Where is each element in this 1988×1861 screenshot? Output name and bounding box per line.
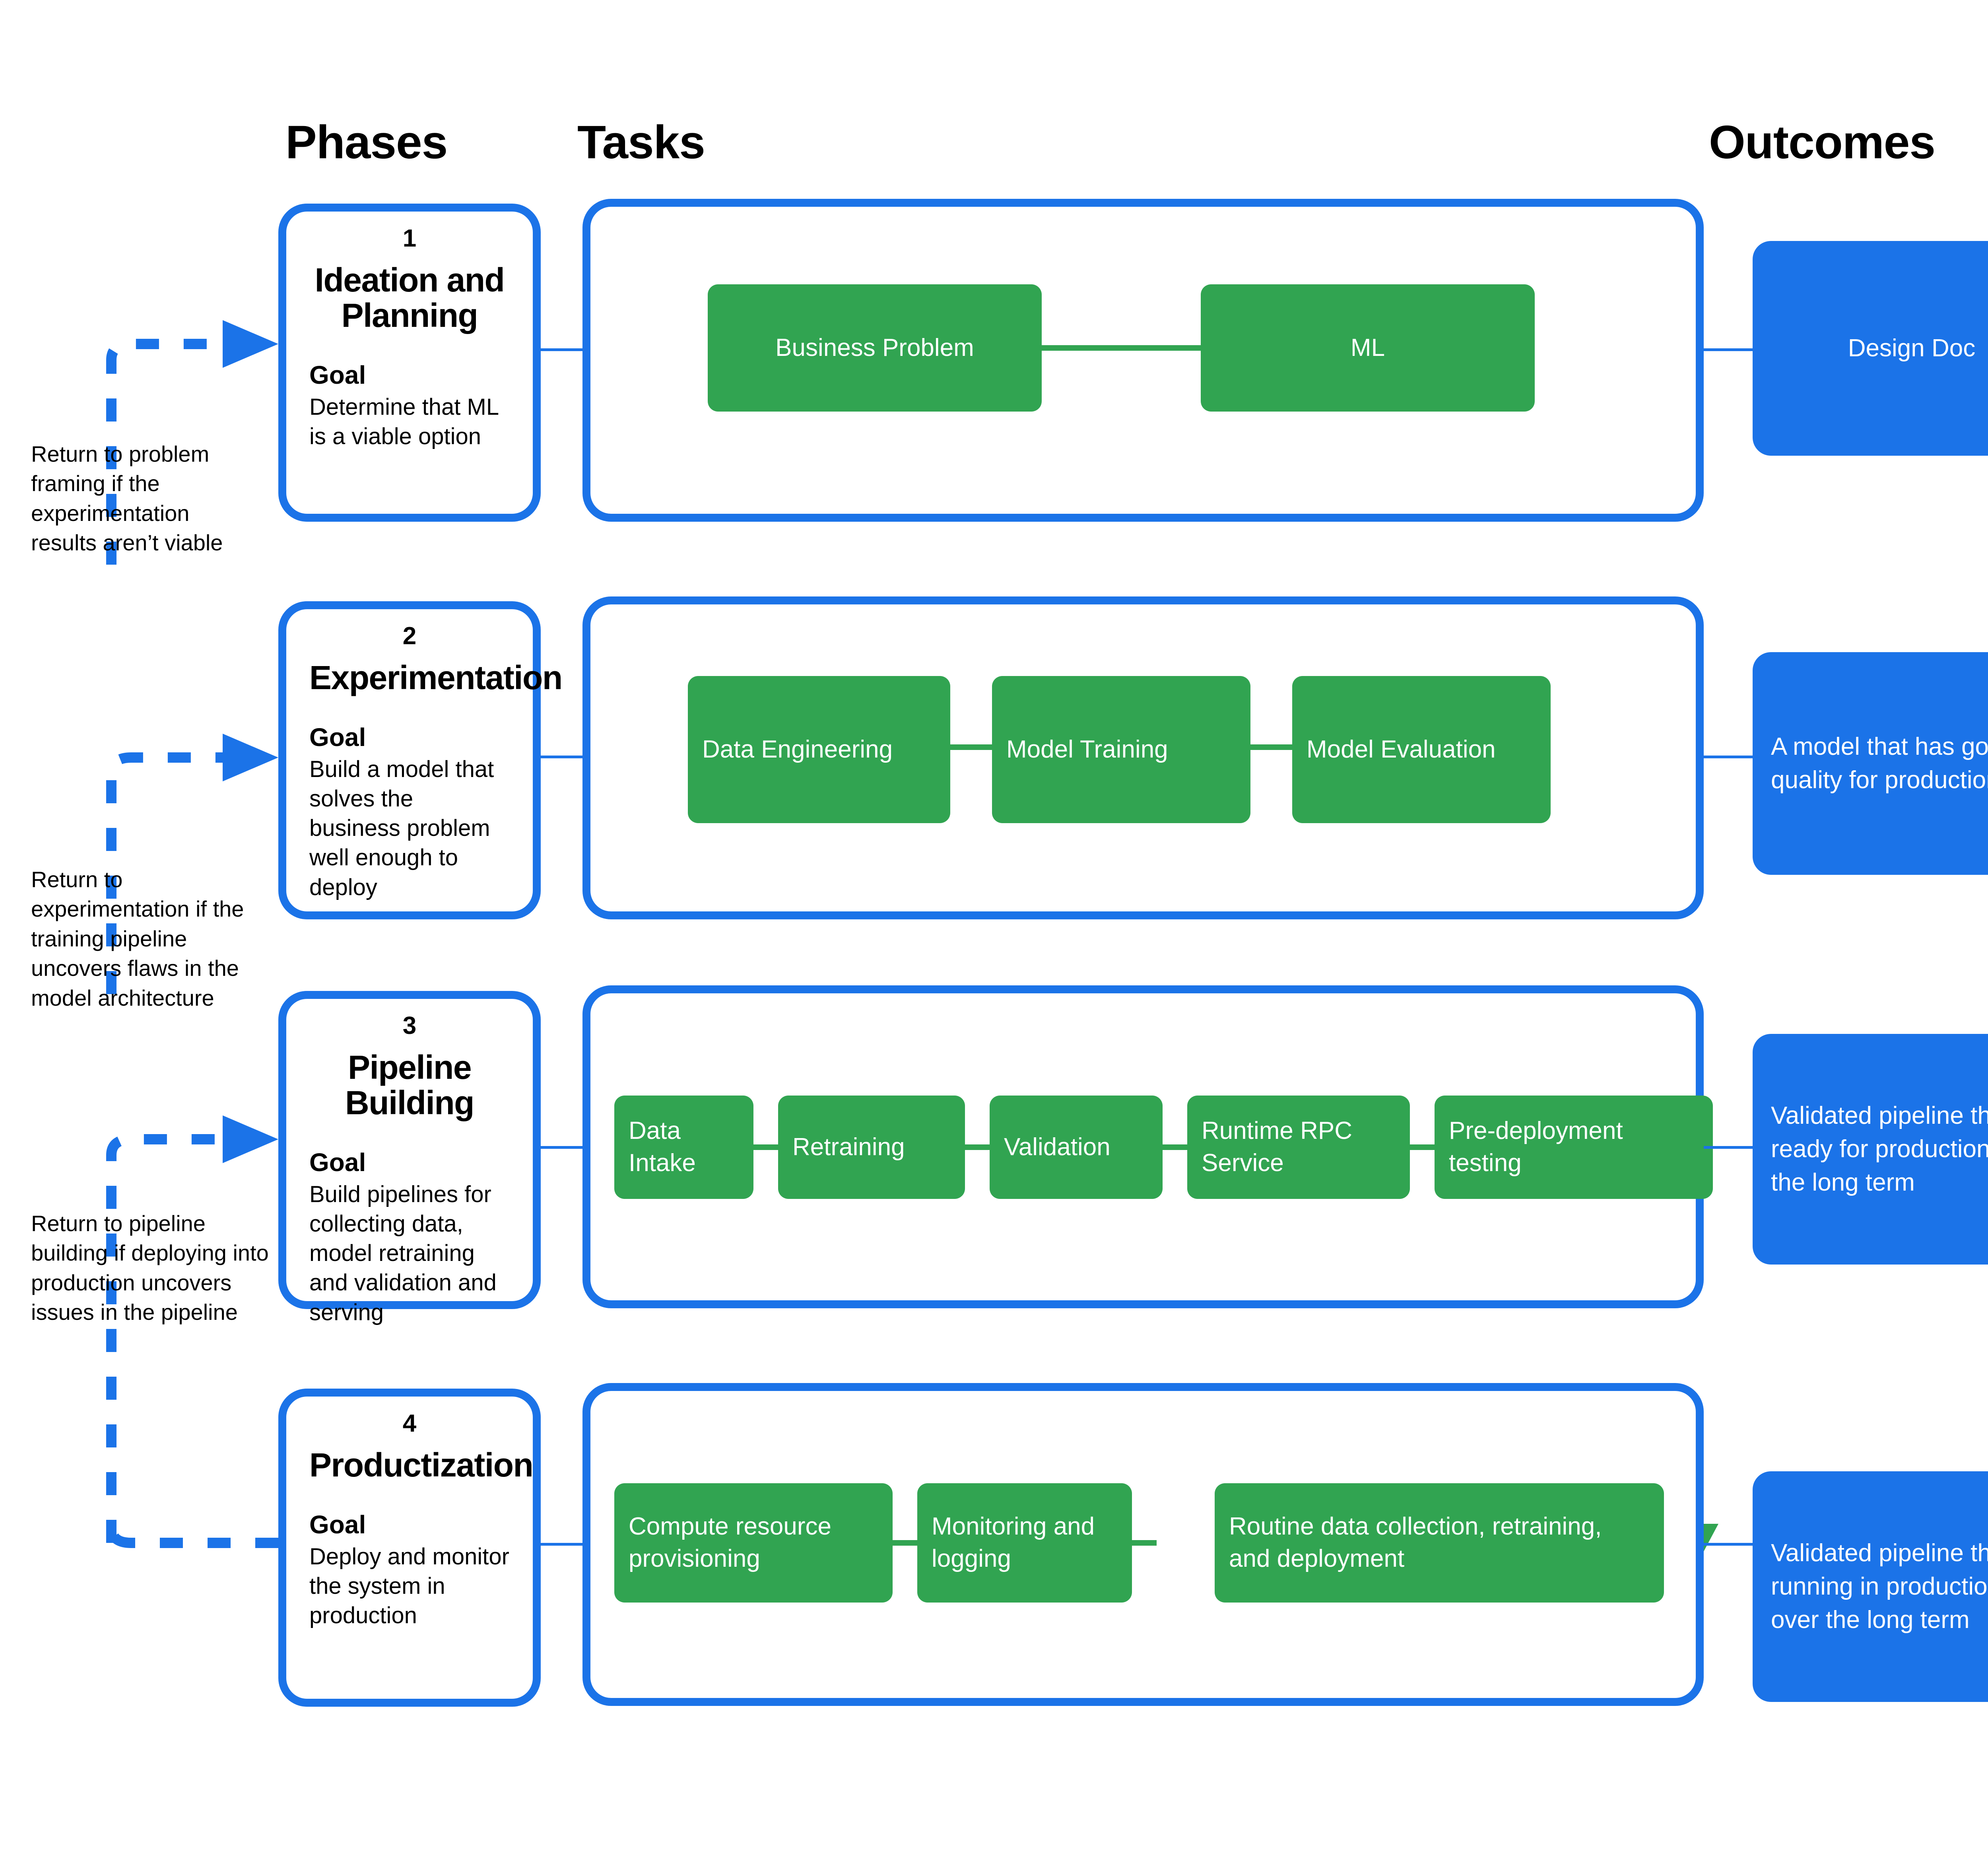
phase-number: 3	[402, 1012, 417, 1039]
phase-title: Experimentation	[309, 659, 563, 697]
task-label: Pre-deployment testing	[1449, 1117, 1623, 1177]
outcome-box-2[interactable]: A model that has good quality for produc…	[1753, 652, 1988, 875]
task-box-compute-resource-provisioning[interactable]: Compute resource provisioning	[614, 1483, 893, 1603]
return-label-pipeline-building: Return to pipeline building if deploying…	[31, 1211, 269, 1325]
task-connector-3b	[965, 1144, 990, 1150]
phase4-to-tasks-link	[541, 1543, 584, 1546]
phase-goal-text: Deploy and monitor the system in product…	[309, 1543, 509, 1629]
phase-goal-text: Build pipelines for collecting data, mod…	[309, 1181, 497, 1325]
phase-title: Productization	[309, 1446, 534, 1484]
task-connector-4b	[1132, 1540, 1157, 1546]
task-label: ML	[1350, 334, 1385, 361]
outcome-box-4[interactable]: Validated pipeline that’s running in pro…	[1753, 1471, 1988, 1702]
phase-goal-text: Build a model that solves the business p…	[309, 756, 494, 900]
task-connector-2a	[950, 744, 992, 750]
return-label-experimentation: Return to experimentation if the trainin…	[31, 867, 244, 1010]
task-label: Validation	[1004, 1133, 1110, 1161]
phase-goal-label: Goal	[309, 723, 366, 752]
task-box-runtime-rpc-service[interactable]: Runtime RPC Service	[1187, 1096, 1410, 1199]
header-phases: Phases	[285, 116, 448, 169]
phase-card-1[interactable]: 1 Ideation and Planning Goal Determine t…	[278, 204, 541, 522]
task-box-routine-data-collection[interactable]: Routine data collection, retraining, and…	[1215, 1483, 1664, 1603]
return-loop-3-arrowhead	[223, 1115, 278, 1163]
phase2-to-tasks-link	[541, 756, 584, 758]
tasks2-to-outcome-link	[1704, 756, 1753, 758]
task-label: Business Problem	[775, 334, 974, 361]
task-connector-2b	[1250, 744, 1292, 750]
tasks3-to-outcome-link	[1704, 1146, 1753, 1149]
phase-goal-label: Goal	[309, 1510, 366, 1539]
phase-number: 2	[402, 622, 417, 650]
tasks4-to-outcome-link	[1704, 1543, 1753, 1546]
task-box-model-training[interactable]: Model Training	[992, 676, 1250, 823]
task-box-pre-deployment-testing[interactable]: Pre-deployment testing	[1435, 1096, 1713, 1199]
task-box-monitoring-and-logging[interactable]: Monitoring and logging	[917, 1483, 1132, 1603]
task-connector-3c	[1163, 1144, 1187, 1150]
header-outcomes: Outcomes	[1709, 116, 1936, 169]
phase1-to-tasks-link	[541, 348, 584, 351]
task-label: Model Evaluation	[1307, 735, 1496, 763]
task-label: Retraining	[792, 1133, 905, 1161]
phase-title: Pipeline Building	[345, 1049, 474, 1122]
outcome-label: A model that has good quality for produc…	[1771, 733, 1988, 794]
task-box-ml[interactable]: ML	[1201, 284, 1535, 412]
task-box-business-problem[interactable]: Business Problem	[708, 284, 1042, 412]
task-label: Monitoring and logging	[932, 1513, 1095, 1572]
return-loop-2-arrowhead	[223, 734, 278, 781]
task-label: Data Engineering	[702, 735, 893, 763]
return-loop-1-arrowhead	[223, 320, 278, 368]
task-box-validation[interactable]: Validation	[990, 1096, 1163, 1199]
task-label: Runtime RPC Service	[1202, 1117, 1352, 1177]
phase-goal-text: Determine that ML is a viable option	[309, 394, 498, 449]
task-box-data-engineering[interactable]: Data Engineering	[688, 676, 950, 823]
phase-number: 1	[402, 225, 417, 252]
task-label: Data Intake	[629, 1117, 696, 1177]
outcome-label: Validated pipeline that’s ready for prod…	[1771, 1102, 1988, 1196]
outcome-box-1[interactable]: Design Doc	[1753, 241, 1988, 456]
task-connector-4a	[893, 1540, 917, 1546]
phase-title: Ideation and Planning	[315, 261, 505, 334]
phase3-to-tasks-link	[541, 1146, 584, 1149]
task-connector-3a	[753, 1144, 778, 1150]
task-label: Compute resource provisioning	[629, 1513, 832, 1572]
task-label: Model Training	[1006, 735, 1168, 763]
phase-card-4[interactable]: 4 Productization Goal Deploy and monitor…	[278, 1389, 541, 1707]
phase-card-2[interactable]: 2 Experimentation Goal Build a model tha…	[278, 601, 563, 919]
return-loop-3-path	[106, 1134, 223, 1543]
phase-goal-label: Goal	[309, 1148, 366, 1177]
task-box-model-evaluation[interactable]: Model Evaluation	[1292, 676, 1551, 823]
return-loop-4-tail	[106, 1527, 278, 1548]
task-box-retraining[interactable]: Retraining	[778, 1096, 965, 1199]
outcome-label: Design Doc	[1848, 334, 1976, 362]
task-label: Routine data collection, retraining, and…	[1229, 1513, 1602, 1572]
return-label-problem-framing: Return to problem framing if the experim…	[31, 441, 223, 556]
phase-number: 4	[402, 1410, 417, 1437]
header-tasks: Tasks	[577, 116, 705, 169]
outcome-label: Validated pipeline that’s running in pro…	[1771, 1539, 1988, 1634]
outcome-box-3[interactable]: Validated pipeline that’s ready for prod…	[1753, 1034, 1988, 1265]
task-connector-1a	[1042, 345, 1201, 351]
task-box-data-intake[interactable]: Data Intake	[614, 1096, 753, 1199]
task-connector-3d	[1410, 1144, 1435, 1150]
phase-card-3[interactable]: 3 Pipeline Building Goal Build pipelines…	[278, 991, 541, 1325]
phase-goal-label: Goal	[309, 361, 366, 390]
tasks1-to-outcome-link	[1704, 348, 1753, 351]
